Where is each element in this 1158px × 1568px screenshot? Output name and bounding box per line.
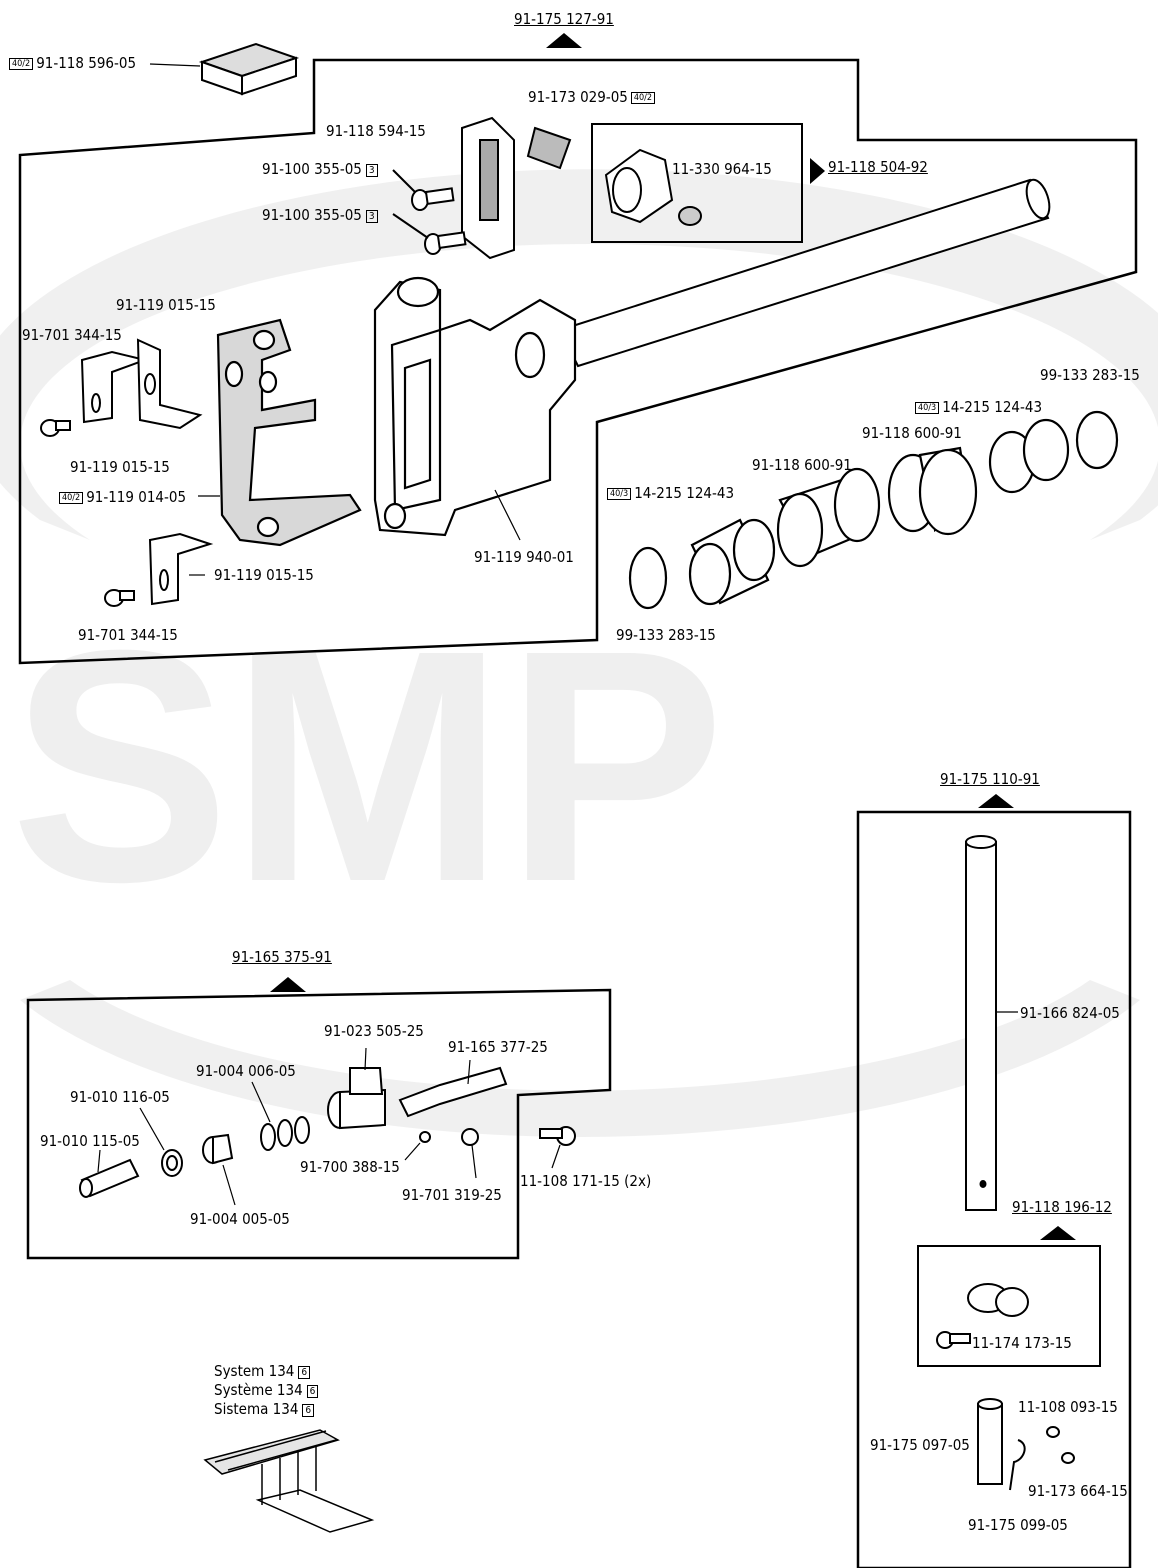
qty-box: 3	[365, 164, 378, 177]
right-assembly-marker	[978, 794, 1014, 808]
label-tube: 91-166 824-05	[1020, 1004, 1120, 1022]
clamp-part	[936, 1283, 1029, 1349]
label-ring-1: 99-133 283-15	[1040, 366, 1140, 384]
label-lever: 91-165 377-25	[448, 1038, 548, 1056]
subassembly-arrow	[810, 158, 825, 184]
label-clamp-block: 91-023 505-25	[324, 1022, 424, 1040]
label-screw-2x: 11-108 171-15 (2x)	[520, 1172, 652, 1190]
needle-pack	[203, 1429, 375, 1533]
label-thumb-screw-1: 91-701 344-15	[22, 326, 122, 344]
bearing-set	[628, 410, 1119, 610]
label-angle-bracket-3: 91-119 015-15	[214, 566, 314, 584]
label-screw-r2: 91-173 664-15	[1028, 1482, 1128, 1500]
label-pin-r: 91-175 097-05	[870, 1436, 970, 1454]
label-pin: 91-010 115-05	[40, 1132, 140, 1150]
label-washer: 91-010 116-05	[70, 1088, 170, 1106]
label-thumb-screw-2: 91-701 344-15	[78, 626, 178, 644]
label-angle-bracket-1: 91-119 015-15	[116, 296, 216, 314]
ref-tag: 40/2	[630, 92, 656, 104]
top-assembly-frame	[18, 58, 1138, 665]
mid-parts	[79, 1066, 576, 1198]
label-subassembly: 91-118 504-92	[828, 158, 928, 176]
svg-text:SMP: SMP	[10, 581, 725, 950]
right-assembly-frame	[856, 810, 1132, 1568]
ref-tag: 40/2	[59, 492, 84, 504]
screws-top	[392, 169, 467, 255]
ref-tag: 40/2	[9, 58, 34, 70]
part-number: 14-215 124-43	[634, 484, 735, 502]
block-part	[198, 42, 300, 96]
clamp-subbox	[917, 1245, 1101, 1367]
housing-part	[373, 276, 577, 537]
part-number: 91-173 029-05	[528, 88, 628, 106]
part-number: 91-119 014-05	[86, 488, 187, 506]
part-number: 14-215 124-43	[942, 398, 1043, 416]
label-screw-mid: 91-701 319-25	[402, 1186, 502, 1204]
label-angle-bracket-2: 91-119 015-15	[70, 458, 170, 476]
pin-parts	[977, 1398, 1075, 1491]
label-collar: 11-330 964-15	[672, 160, 772, 178]
clip-part	[461, 116, 515, 260]
bracket-part	[216, 318, 362, 547]
ref-tag: 40/3	[607, 488, 632, 500]
clamp-marker	[1040, 1226, 1076, 1240]
label-bushing-mid: 91-004 005-05	[190, 1210, 290, 1228]
collar-part	[604, 148, 702, 226]
label-bushing-1: 91-118 600-91	[862, 424, 962, 442]
label-set-screw: 91-700 388-15	[300, 1158, 400, 1176]
label-clamp-screw: 11-174 173-15	[972, 1334, 1072, 1352]
label-housing: 91-119 940-01	[474, 548, 574, 566]
part-number: 91-100 355-05	[262, 160, 362, 178]
label-screw-r1: 11-108 093-15	[1018, 1398, 1118, 1416]
mid-leaders	[97, 1047, 561, 1206]
plate-part	[526, 126, 572, 170]
part-number: 91-100 355-05	[262, 206, 362, 224]
top-assembly-number: 91-175 127-91	[514, 10, 614, 28]
label-spring-clip: 91-175 099-05	[968, 1516, 1068, 1534]
label-spring: 91-004 006-05	[196, 1062, 296, 1080]
right-shaft	[965, 835, 997, 1211]
right-assembly-number: 91-175 110-91	[940, 770, 1040, 788]
mid-assembly-frame	[26, 988, 612, 1260]
ref-tag: 40/3	[915, 402, 940, 414]
qty-box: 3	[365, 210, 378, 223]
collar-subbox	[591, 123, 803, 243]
qty-box: 6	[306, 1385, 319, 1398]
qty-box: 6	[298, 1366, 311, 1379]
label-clamp-sub: 91-118 196-12	[1012, 1198, 1112, 1216]
label-clip: 91-118 594-15	[326, 122, 426, 140]
part-number: 91-118 596-05	[36, 54, 137, 72]
label-ring-2: 99-133 283-15	[616, 626, 716, 644]
label-bushing-2: 91-118 600-91	[752, 456, 852, 474]
angle-brackets	[40, 338, 214, 607]
top-assembly-marker	[546, 33, 582, 48]
mid-assembly-marker	[270, 977, 306, 992]
mid-assembly-number: 91-165 375-91	[232, 948, 332, 966]
qty-box: 6	[302, 1404, 315, 1417]
